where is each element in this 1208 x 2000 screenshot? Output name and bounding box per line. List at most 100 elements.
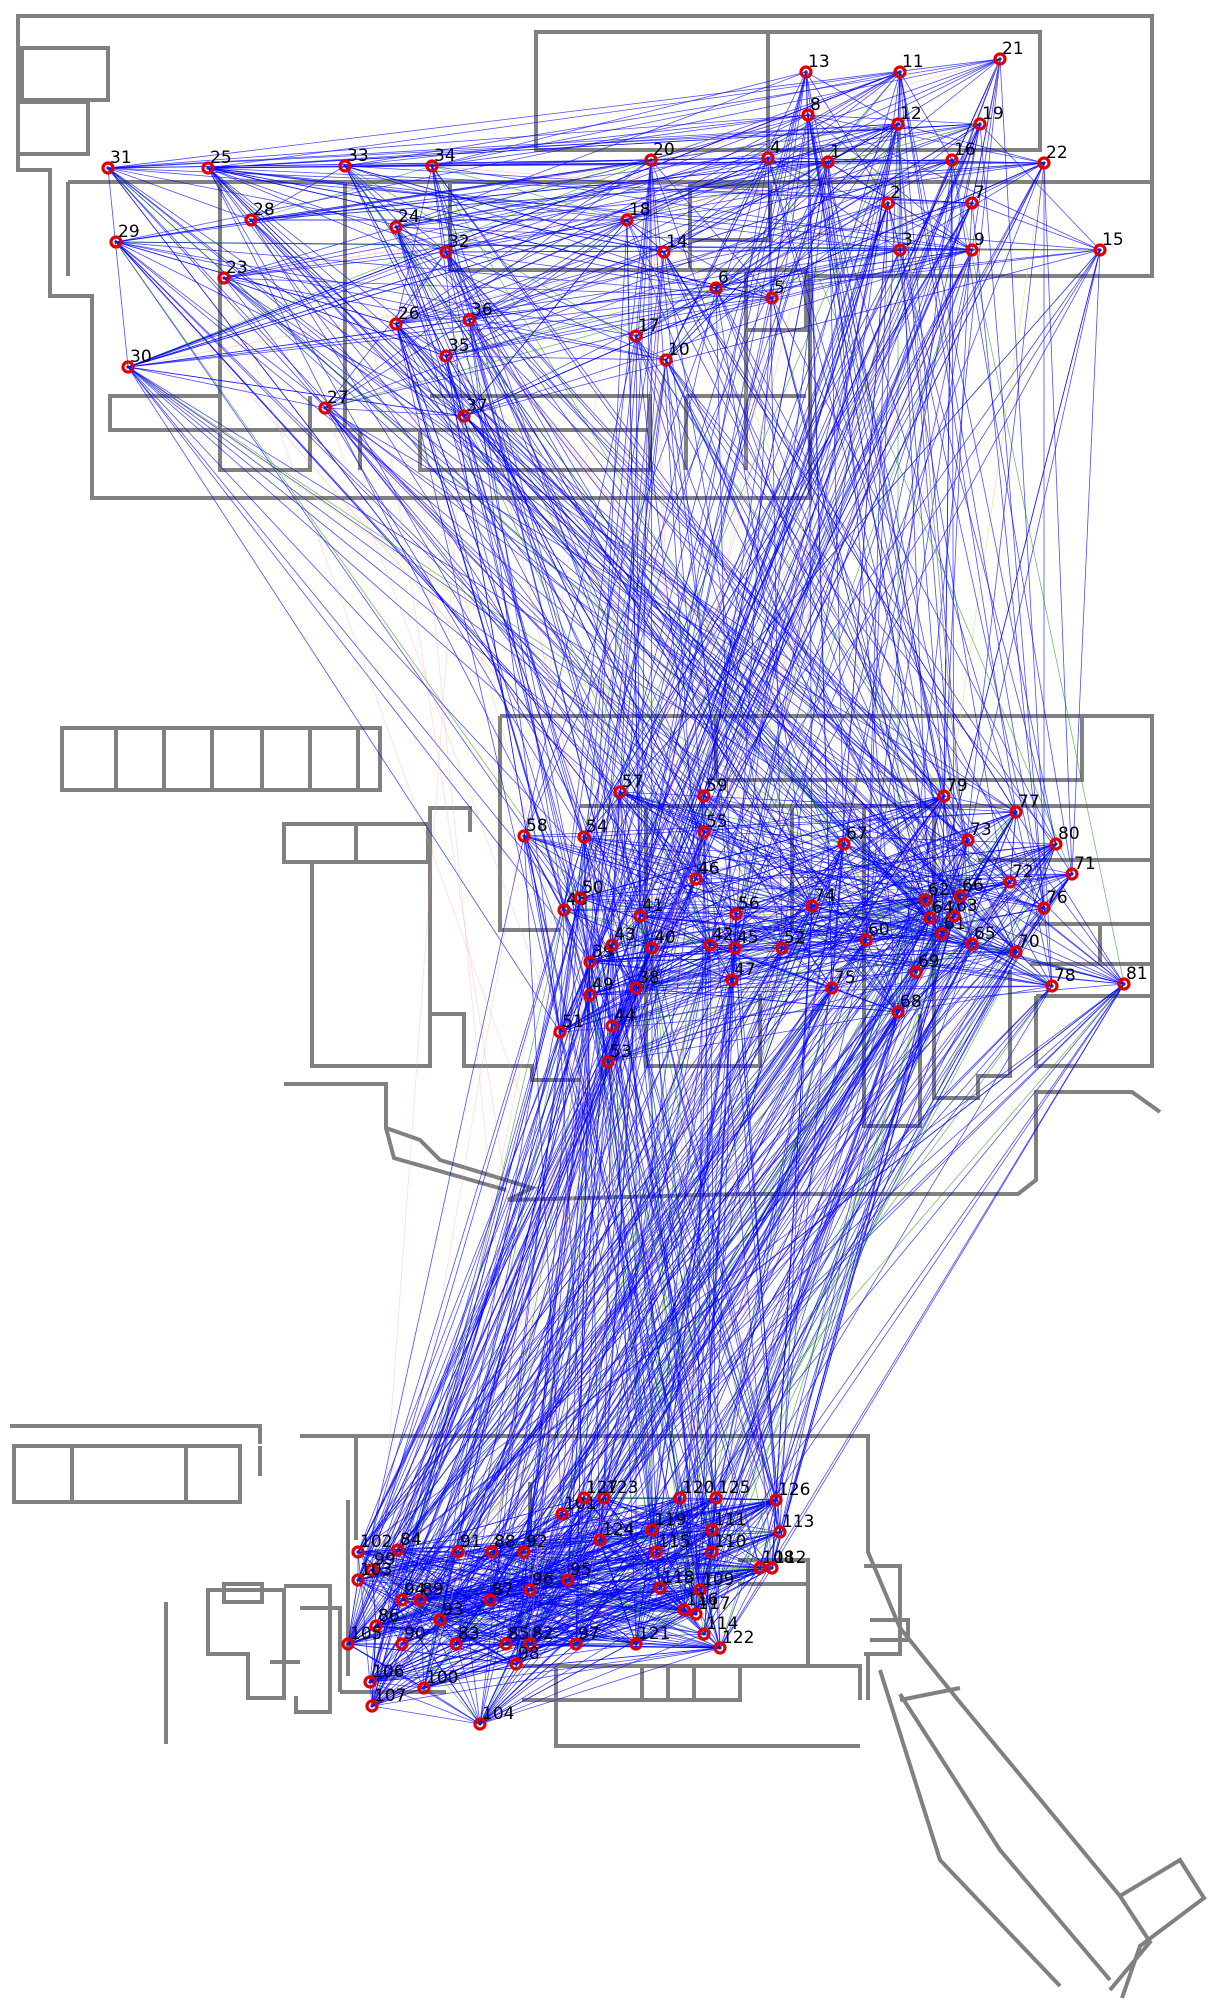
node-label: 25 bbox=[210, 148, 232, 168]
node-label: 120 bbox=[682, 1478, 714, 1498]
edge-line bbox=[704, 163, 1044, 796]
node-label: 67 bbox=[846, 824, 868, 844]
edge-line bbox=[446, 252, 736, 914]
waypoint-node: 15 bbox=[1095, 230, 1124, 255]
node-label: 54 bbox=[586, 817, 608, 837]
node-label: 26 bbox=[398, 304, 420, 324]
wall-segment bbox=[224, 1584, 262, 1602]
edge-line bbox=[224, 278, 844, 844]
wall-segment bbox=[312, 808, 470, 1066]
node-label: 76 bbox=[1046, 888, 1068, 908]
node-label: 33 bbox=[347, 146, 369, 166]
node-label: 42 bbox=[712, 925, 734, 945]
node-label: 109 bbox=[702, 1570, 734, 1590]
node-label: 10 bbox=[668, 340, 690, 360]
wall-segment bbox=[22, 48, 108, 100]
node-label: 4 bbox=[770, 138, 781, 158]
edge-line bbox=[1044, 163, 1072, 874]
node-label: 125 bbox=[718, 1478, 750, 1498]
node-label: 41 bbox=[642, 896, 664, 916]
node-label: 121 bbox=[638, 1624, 670, 1644]
node-label: 55 bbox=[706, 812, 728, 832]
edge-line bbox=[325, 408, 652, 948]
wall-segment bbox=[62, 728, 380, 790]
wall-segment bbox=[14, 1446, 240, 1502]
node-label: 74 bbox=[814, 886, 836, 906]
edge-line bbox=[972, 59, 1000, 250]
node-label: 56 bbox=[738, 894, 760, 914]
node-label: 5 bbox=[774, 278, 785, 298]
node-label: 80 bbox=[1058, 824, 1080, 844]
node-label: 38 bbox=[638, 968, 660, 988]
node-label: 31 bbox=[110, 148, 132, 168]
node-label: 29 bbox=[118, 222, 140, 242]
node-label: 64 bbox=[932, 898, 954, 918]
node-label: 30 bbox=[130, 347, 152, 367]
node-label: 47 bbox=[734, 960, 756, 980]
node-label: 69 bbox=[918, 952, 940, 972]
node-label: 77 bbox=[1018, 792, 1040, 812]
node-label: 52 bbox=[784, 928, 806, 948]
node-label: 91 bbox=[460, 1532, 482, 1552]
node-label: 82 bbox=[532, 1624, 554, 1644]
edge-line bbox=[464, 163, 1044, 416]
node-label: 39 bbox=[592, 942, 614, 962]
node-label: 2 bbox=[890, 183, 901, 203]
node-label: 94 bbox=[404, 1580, 426, 1600]
node-label: 118 bbox=[662, 1568, 694, 1588]
node-label: 62 bbox=[928, 880, 950, 900]
node-label: 71 bbox=[1074, 854, 1096, 874]
node-label: 37 bbox=[466, 396, 488, 416]
edge-line bbox=[456, 792, 620, 1644]
node-label: 87 bbox=[492, 1580, 514, 1600]
node-label: 70 bbox=[1018, 932, 1040, 952]
node-label: 97 bbox=[578, 1624, 600, 1644]
wall-segment bbox=[300, 1608, 340, 1692]
node-label: 127 bbox=[586, 1478, 618, 1498]
node-label: 7 bbox=[974, 183, 985, 203]
edge-line bbox=[396, 324, 590, 962]
node-label: 117 bbox=[698, 1594, 730, 1614]
node-label: 24 bbox=[398, 207, 420, 227]
waypoint-node: 11 bbox=[895, 52, 924, 77]
node-label: 13 bbox=[808, 52, 830, 72]
node-label: 35 bbox=[448, 336, 470, 356]
edge-line bbox=[128, 367, 832, 988]
node-label: 86 bbox=[378, 1606, 400, 1626]
node-label: 126 bbox=[778, 1480, 810, 1500]
edge-line bbox=[348, 836, 524, 1644]
wall-segment bbox=[740, 1666, 860, 1700]
node-label: 98 bbox=[518, 1644, 540, 1664]
node-label: 14 bbox=[666, 232, 688, 252]
node-label: 50 bbox=[582, 878, 604, 898]
node-label: 19 bbox=[982, 104, 1004, 124]
node-label: 40 bbox=[654, 928, 676, 948]
node-label: 58 bbox=[526, 816, 548, 836]
node-label: 49 bbox=[592, 975, 614, 995]
waypoint-node: 24 bbox=[391, 207, 420, 232]
node-label: 75 bbox=[834, 968, 856, 988]
node-label: 53 bbox=[610, 1042, 632, 1062]
node-label: 18 bbox=[629, 200, 651, 220]
wall-segment bbox=[430, 1014, 580, 1080]
node-label: 104 bbox=[482, 1704, 514, 1724]
node-label: 110 bbox=[714, 1532, 746, 1552]
edge-line bbox=[716, 944, 972, 1498]
node-label: 68 bbox=[900, 992, 922, 1012]
node-label: 65 bbox=[974, 924, 996, 944]
edge-line bbox=[760, 916, 954, 1568]
node-label: 8 bbox=[810, 95, 821, 115]
node-label: 6 bbox=[718, 268, 729, 288]
node-label: 59 bbox=[706, 776, 728, 796]
node-label: 9 bbox=[974, 230, 985, 250]
node-label: 11 bbox=[902, 52, 924, 72]
node-label: 122 bbox=[722, 1628, 754, 1648]
node-label: 103 bbox=[360, 1560, 392, 1580]
node-label: 20 bbox=[653, 140, 675, 160]
node-label: 46 bbox=[698, 859, 720, 879]
edge-line bbox=[108, 168, 128, 367]
node-label: 21 bbox=[1002, 39, 1024, 59]
node-label: 100 bbox=[426, 1668, 458, 1688]
waypoint-node: 80 bbox=[1051, 824, 1080, 849]
